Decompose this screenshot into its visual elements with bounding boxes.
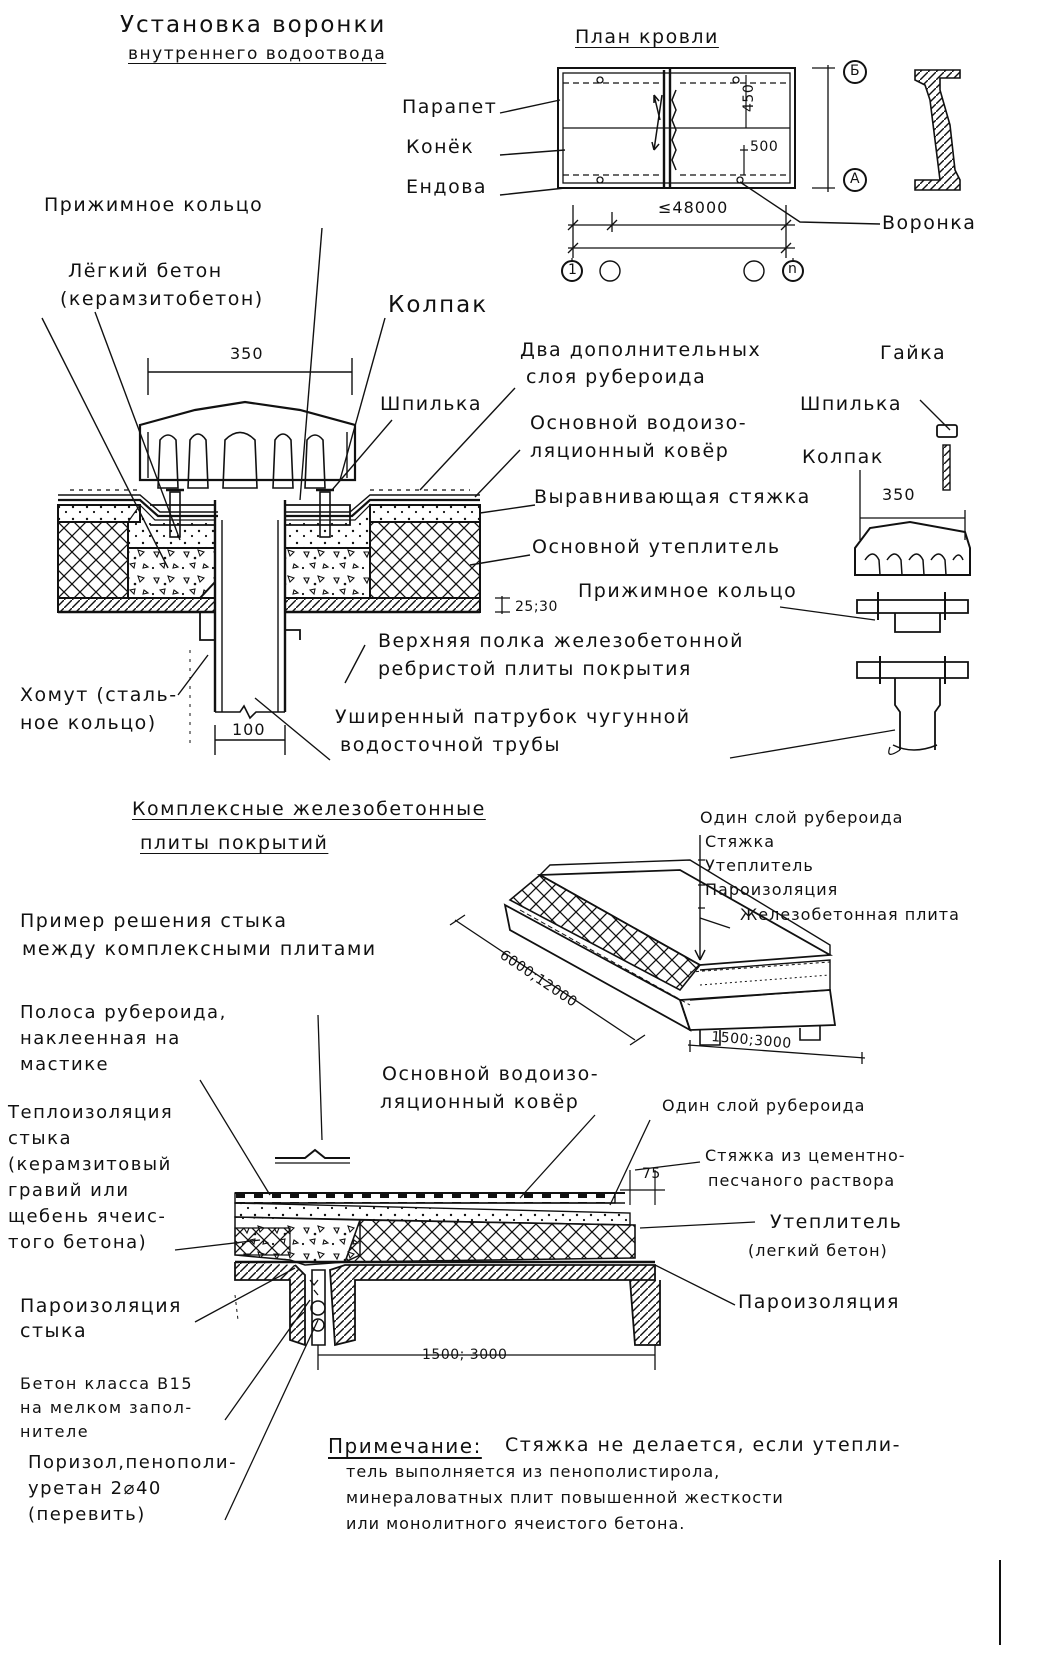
plan-axis-a: А (850, 171, 861, 187)
note-line-2: тель выполняется из пенополистирола, (346, 1462, 721, 1481)
parts-exploded (729, 399, 971, 759)
heat-line-3: (керамзитовый (8, 1154, 172, 1175)
strip-label-line-3: мастике (20, 1054, 110, 1075)
joint-example-label: Пример решения стыка (20, 910, 288, 932)
main-carpet-label-2: ляционный ковёр (530, 440, 730, 462)
light-concrete-label: Лёгкий бетон (68, 260, 223, 282)
funnel-title: Установка воронки (120, 12, 387, 38)
plan-title: План кровли (575, 26, 719, 48)
plan-dim-48000: ≤48000 (658, 198, 729, 217)
plan-axis-n: n (788, 261, 798, 277)
funnel-subtitle: внутреннего водоотвода (128, 44, 387, 64)
clamp-ring-label: Прижимное кольцо (44, 194, 264, 216)
joint-vapor-joint-label-2: стыка (20, 1320, 88, 1342)
cap-label: Колпак (388, 292, 489, 318)
strip-label: Полоса рубероида, наклеенная на мастике (20, 1000, 227, 1078)
joint-concrete-label: Бетон класса В15 на мелком запол- нителе (20, 1372, 193, 1444)
main-carpet-label: Основной водоизо- (530, 412, 748, 434)
poroizol-line-3: (перевить) (28, 1504, 146, 1525)
plan-valley-label: Ендова (406, 176, 488, 198)
joint-section (174, 1014, 756, 1521)
note-label: Примечание: (328, 1434, 482, 1458)
two-layers-label-2: слоя рубероида (526, 366, 707, 388)
complex-insulation-label: Утеплитель (705, 856, 814, 875)
joint-dim-span: 1500; 3000 (422, 1347, 508, 1363)
joint-vapor-label: Пароизоляция (738, 1291, 900, 1313)
plan-ridge-label: Конёк (406, 136, 475, 158)
parts-cap-label: Колпак (802, 446, 884, 468)
complex-title-2: плиты покрытий (140, 832, 329, 854)
strip-label-line-1: Полоса рубероида, (20, 1002, 227, 1023)
joint-heat-insulation-label: Теплоизоляция стыка (керамзитовый гравий… (8, 1100, 173, 1256)
parts-clamp-ring-label: Прижимное кольцо (578, 580, 798, 602)
joint-screed-label: Стяжка из цементно- (705, 1146, 906, 1165)
joint-insulation-label: Утеплитель (770, 1211, 903, 1233)
concrete-line-3: нителе (20, 1422, 90, 1441)
collar-label: Хомут (сталь- (20, 684, 178, 706)
plan-dim-450: 450 (741, 83, 757, 112)
pipe-label: Уширенный патрубок чугунной (335, 706, 691, 728)
joint-main-carpet-label: Основной водоизо- (382, 1063, 600, 1085)
upper-shelf-label-2: ребристой плиты покрытия (378, 658, 692, 680)
note-line-4: или монолитного ячеистого бетона. (346, 1514, 686, 1533)
concrete-line-1: Бетон класса В15 (20, 1374, 193, 1393)
two-layers-label: Два дополнительных (520, 339, 762, 361)
complex-title: Комплексные железобетонные (132, 798, 486, 820)
note-line-1: Стяжка не делается, если утепли- (505, 1434, 901, 1456)
joint-poroizol-label: Поризол,пенополи- уретан 2⌀40 (перевить) (28, 1450, 237, 1528)
heat-line-2: стыка (8, 1128, 72, 1149)
collar-label-2: ное кольцо) (20, 712, 157, 734)
parts-dim-350: 350 (882, 485, 916, 504)
note-line-3: минераловатных плит повышенной жесткости (346, 1488, 784, 1507)
poroizol-line-1: Поризол,пенополи- (28, 1452, 238, 1473)
joint-main-carpet-label-2: ляционный ковёр (380, 1091, 580, 1113)
parts-stud-label: Шпилька (800, 393, 903, 415)
concrete-line-2: на мелком запол- (20, 1398, 193, 1417)
complex-screed-label: Стяжка (705, 832, 775, 851)
joint-insulation-label-2: (легкий бетон) (748, 1241, 888, 1260)
joint-dim-75: 75 (642, 1166, 661, 1182)
plan-dim-500: 500 (750, 139, 779, 155)
heat-line-5: щебень ячеис- (8, 1206, 167, 1227)
funnel-dim-350: 350 (230, 344, 264, 363)
funnel-section (41, 227, 536, 761)
complex-slab-isometric (449, 835, 866, 1064)
joint-vapor-joint-label: Пароизоляция (20, 1295, 182, 1317)
main-insulation-label: Основной утеплитель (532, 536, 781, 558)
pipe-label-2: водосточной трубы (340, 734, 561, 756)
plan-funnel-label: Воронка (882, 212, 977, 234)
plan-axis-b: Б (850, 63, 861, 79)
parts-nut-label: Гайка (880, 342, 947, 364)
plan-parapet-label: Парапет (402, 96, 498, 118)
heat-line-6: того бетона) (8, 1232, 148, 1253)
leveling-screed-label: Выравнивающая стяжка (534, 486, 811, 508)
poroizol-line-2: уретан 2⌀40 (28, 1478, 162, 1499)
strip-label-line-2: наклеенная на (20, 1028, 181, 1049)
joint-example-label-2: между комплексными плитами (22, 938, 377, 960)
funnel-dim-100: 100 (232, 720, 266, 739)
complex-one-layer-label: Один слой рубероида (700, 808, 904, 827)
dim-25-30: 25;30 (515, 599, 558, 615)
light-concrete-note: (керамзитобетон) (60, 288, 264, 310)
complex-vapor-label: Пароизоляция (705, 880, 839, 899)
complex-rc-slab-label: Железобетонная плита (740, 905, 960, 924)
roof-plan (499, 60, 961, 282)
joint-one-layer-label: Один слой рубероида (662, 1096, 866, 1115)
joint-screed-label-2: песчаного раствора (708, 1171, 896, 1190)
heat-line-4: гравий или (8, 1180, 130, 1201)
upper-shelf-label: Верхняя полка железобетонной (378, 630, 744, 652)
stud-label: Шпилька (380, 393, 483, 415)
plan-axis-1: 1 (568, 262, 578, 278)
heat-line-1: Теплоизоляция (8, 1102, 174, 1123)
